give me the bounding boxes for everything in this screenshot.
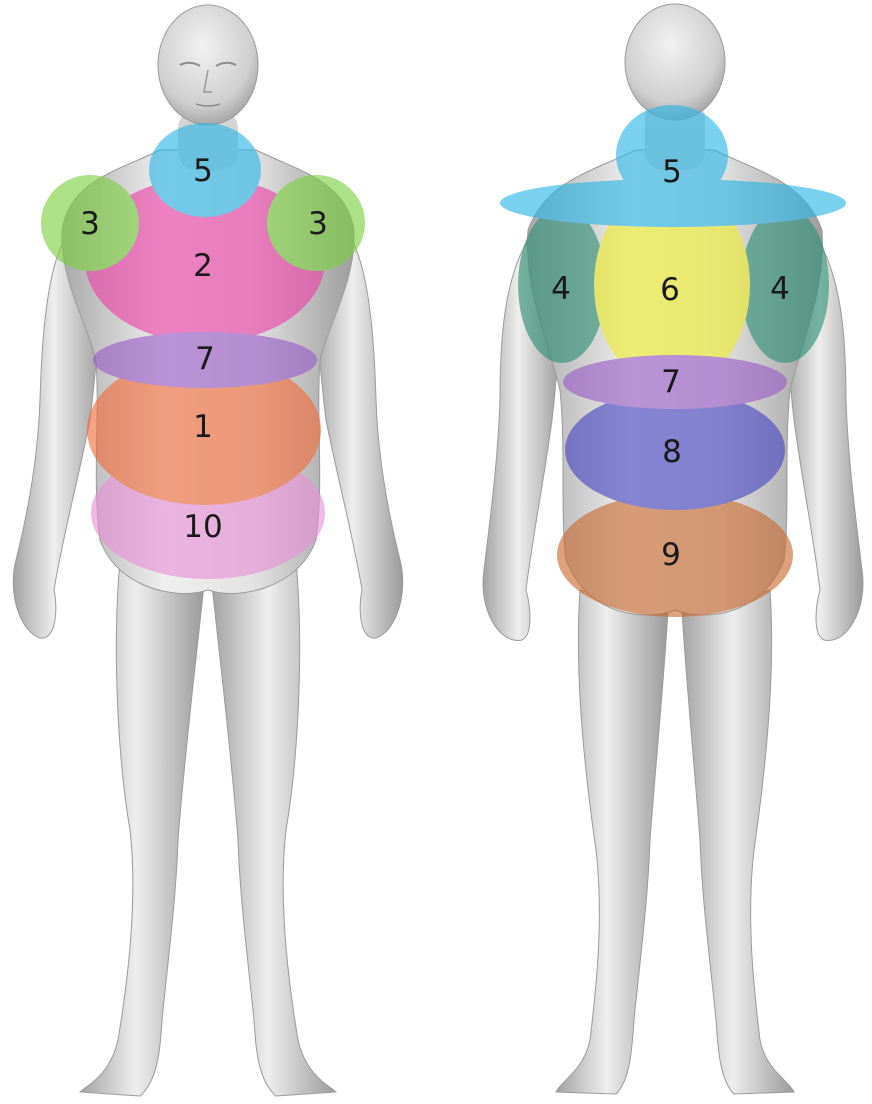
front-right-leg (212, 560, 336, 1096)
front-label-diaphragm: 7 (195, 341, 215, 377)
front-label-shoulder-left: 3 (80, 206, 100, 242)
back-label-shoulder-blade-left: 4 (551, 271, 571, 307)
front-label-neck: 5 (193, 153, 213, 189)
back-label-upper-back: 6 (660, 272, 680, 308)
back-label-mid-back: 7 (661, 364, 681, 400)
front-label-chest: 2 (193, 248, 213, 284)
back-label-shoulder-blade-right: 4 (770, 271, 790, 307)
back-head (625, 4, 725, 120)
front-label-abdomen: 1 (193, 409, 213, 445)
front-figure: 5 2 3 3 7 1 10 (13, 5, 402, 1096)
back-figure: 5 6 4 4 7 8 9 (483, 4, 863, 1094)
front-left-leg (80, 560, 204, 1096)
back-right-leg (682, 590, 794, 1094)
front-label-shoulder-right: 3 (308, 206, 328, 242)
back-left-leg (556, 590, 668, 1094)
back-label-neck-shoulders: 5 (662, 154, 682, 190)
back-label-glutes: 9 (661, 537, 681, 573)
front-head (158, 5, 258, 125)
back-label-lower-back: 8 (662, 434, 682, 470)
front-label-pelvis: 10 (183, 509, 222, 545)
